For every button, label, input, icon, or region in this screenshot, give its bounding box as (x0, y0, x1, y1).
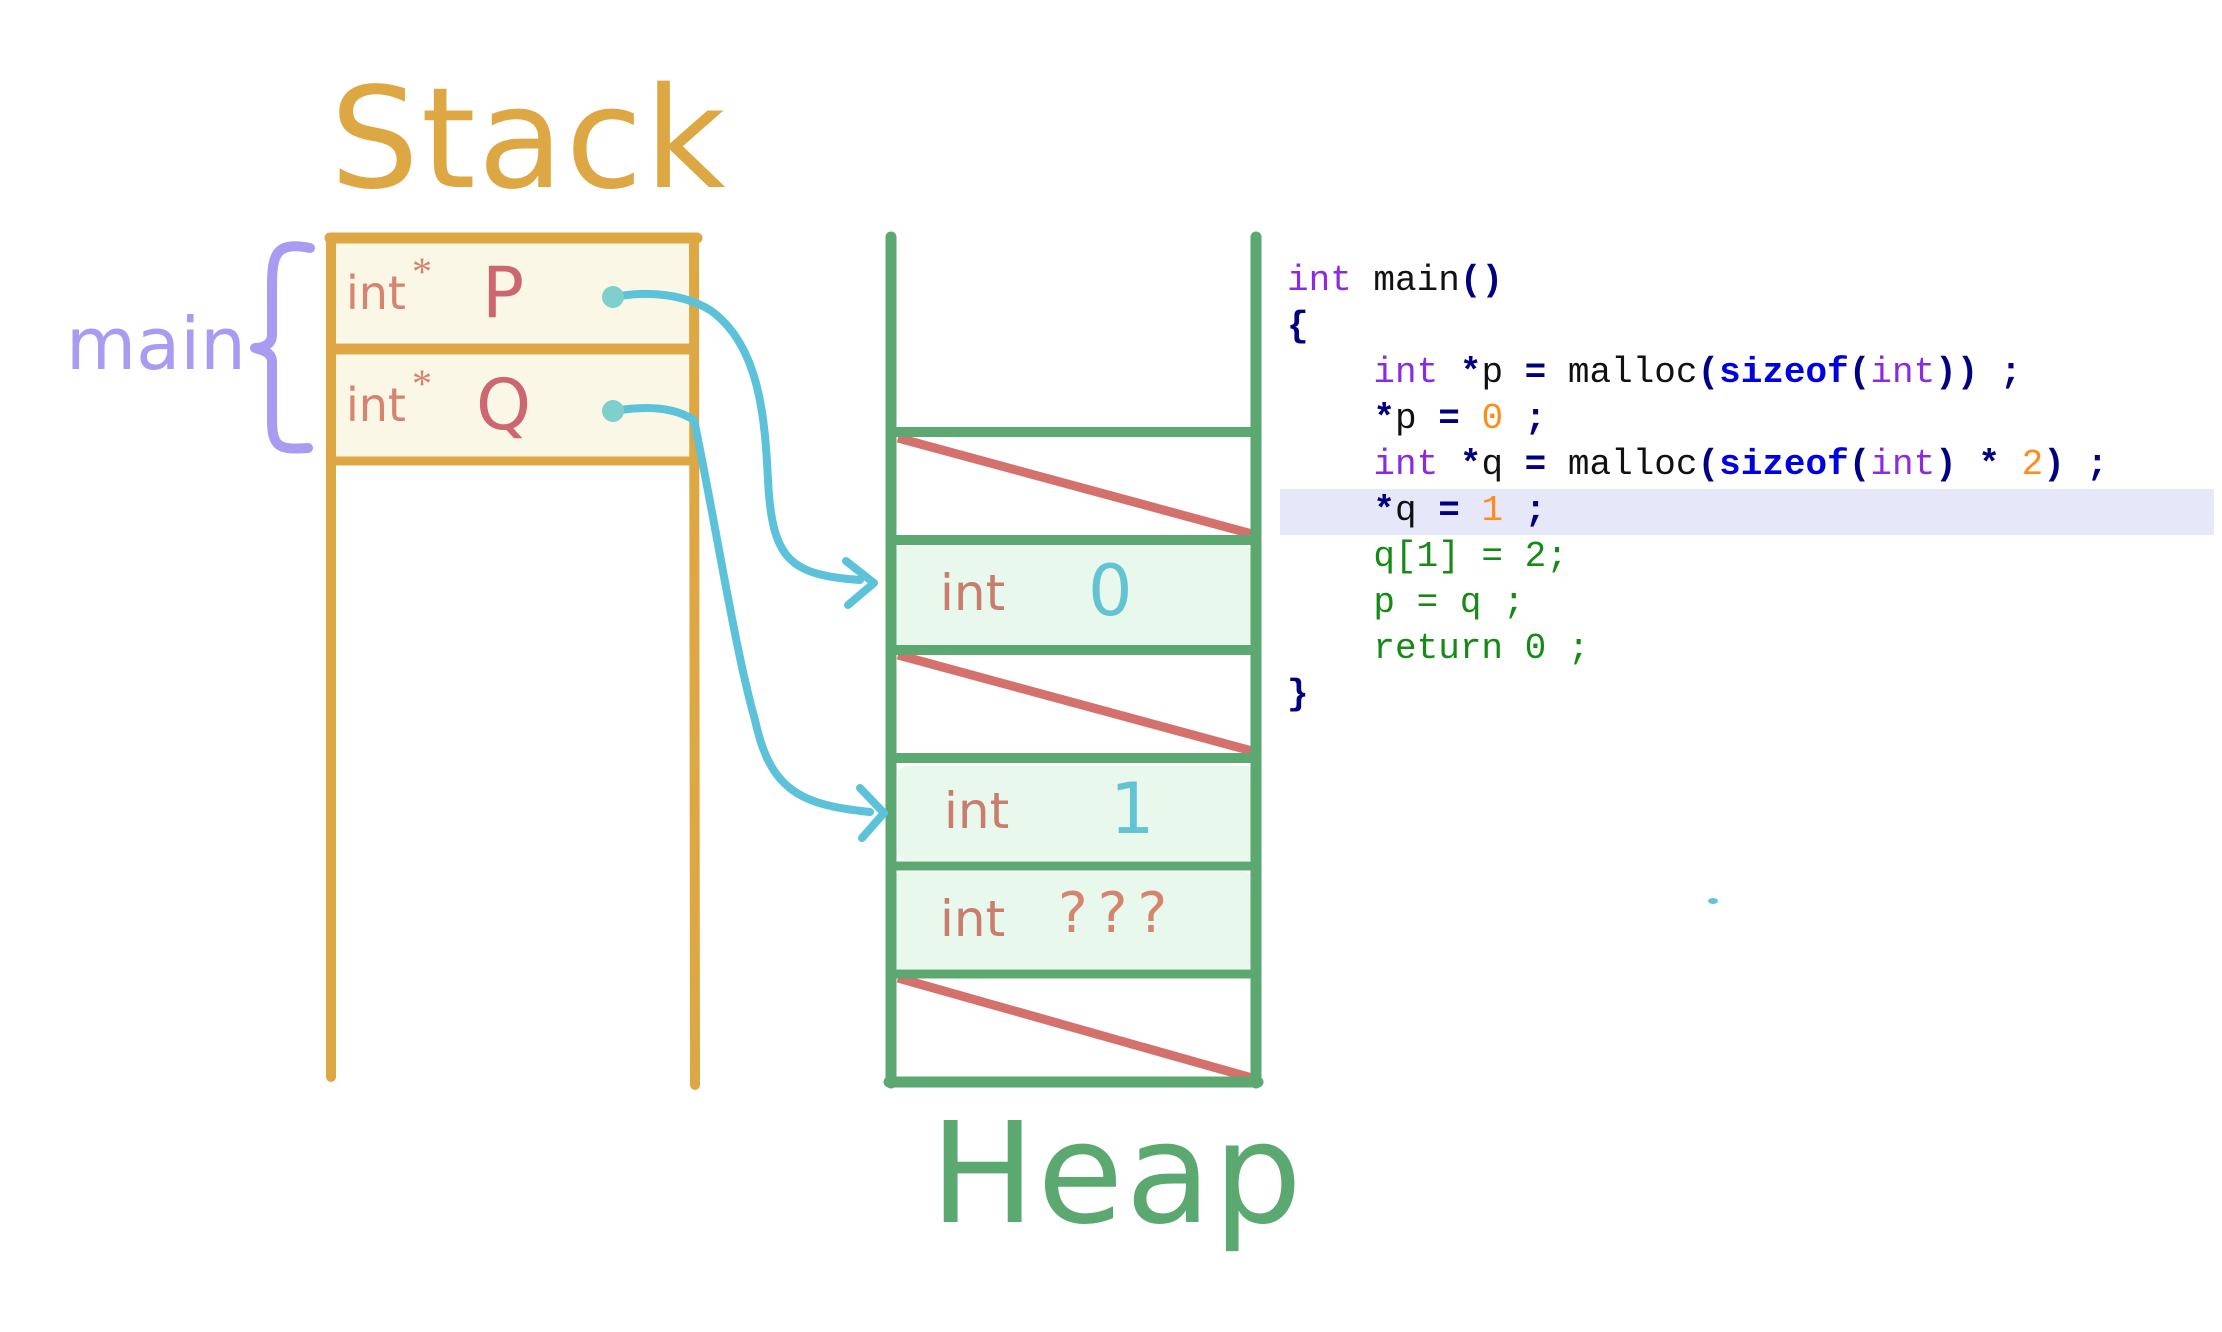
pointer-q-origin-dot (602, 400, 624, 422)
code-token: ) (2043, 444, 2065, 485)
heap-free-slash-2 (896, 650, 1254, 756)
code-token (1460, 398, 1482, 439)
pointer-p-arrow (602, 286, 878, 609)
heap-free-slash-3 (896, 973, 1254, 1083)
code-token: int (1287, 260, 1352, 301)
code-token: * (1978, 444, 2000, 485)
heap-block-3-type: int (940, 890, 1006, 948)
code-token: sizeof (1719, 444, 1849, 485)
code-token: = (1524, 352, 1547, 393)
code-token: = (1524, 444, 1547, 485)
heap-block-2-fill (898, 766, 1256, 861)
heap-block-2-value: 1 (1110, 768, 1155, 850)
code-token: ; (1503, 490, 1547, 531)
frame-brace (250, 241, 315, 454)
heap-block-1-value: 0 (1088, 550, 1133, 632)
code-token: * (1459, 444, 1482, 485)
code-token: * (1373, 490, 1396, 531)
stack-cell-q-type: int (346, 378, 406, 432)
code-line: { (1287, 304, 2108, 350)
code-token: = (1438, 398, 1460, 439)
code-line: return 0 ; (1287, 626, 2108, 672)
stack-cell-p-pointer-star: * (412, 249, 432, 294)
code-token: * (1459, 352, 1482, 393)
code-token: int (1373, 444, 1439, 485)
code-token: p = q ; (1287, 582, 1525, 623)
heap-region (883, 231, 1264, 1089)
code-token: main (1351, 260, 1460, 301)
code-token (1287, 444, 1373, 485)
stray-ink-mark (1708, 898, 1718, 904)
code-token (1287, 352, 1373, 393)
code-token: int (1870, 352, 1936, 393)
pointer-p-origin-dot (602, 286, 624, 308)
stack-title: Stack (330, 58, 728, 221)
heap-free-slash-1 (896, 433, 1254, 539)
code-token: 2 (2021, 444, 2044, 485)
code-token: () (1459, 260, 1504, 301)
code-token: q (1481, 444, 1525, 485)
code-token: { (1287, 306, 1309, 347)
code-token: * (1373, 398, 1396, 439)
code-token (1438, 352, 1460, 393)
heap-block-2-type: int (944, 782, 1010, 840)
code-token: ( (1697, 352, 1720, 393)
code-token (1957, 444, 1979, 485)
code-token: malloc (1546, 444, 1698, 485)
heap-block-3-fill (892, 872, 1254, 969)
code-token (1460, 490, 1482, 531)
stack-cell-q-pointer-star: * (412, 361, 432, 406)
code-token: p (1395, 398, 1439, 439)
code-line-current: *q = 1 ; (1287, 488, 2108, 534)
stack-cell-q-name: Q (476, 364, 532, 446)
code-token (2000, 444, 2022, 485)
code-token: q (1395, 490, 1439, 531)
code-line: int *q = malloc(sizeof(int) * 2) ; (1287, 442, 2108, 488)
code-token: ; (2064, 444, 2109, 485)
code-token: ) (1935, 444, 1957, 485)
code-line: int *p = malloc(sizeof(int)) ; (1287, 350, 2108, 396)
code-token (1287, 490, 1373, 531)
code-token (1287, 398, 1373, 439)
code-listing: int main(){ int *p = malloc(sizeof(int))… (1287, 258, 2108, 718)
code-token: ( (1848, 352, 1871, 393)
code-line: p = q ; (1287, 580, 2108, 626)
code-token: = (1438, 490, 1460, 531)
code-token: ; (1503, 398, 1547, 439)
current-line-highlight (1280, 489, 2214, 535)
code-token: ; (1978, 352, 2022, 393)
code-token: return 0 ; (1287, 628, 1590, 669)
code-token (1438, 444, 1460, 485)
stack-cell-p-type: int (346, 266, 406, 320)
code-token: p (1481, 352, 1525, 393)
code-line: q[1] = 2; (1287, 534, 2108, 580)
code-token: int (1870, 444, 1936, 485)
code-token: q[1] = 2; (1287, 536, 1568, 577)
code-token: ( (1848, 444, 1871, 485)
code-token: )) (1935, 352, 1979, 393)
heap-block-1-type: int (940, 564, 1006, 622)
code-token: 0 (1481, 398, 1504, 439)
code-line: *p = 0 ; (1287, 396, 2108, 442)
frame-label-main: main (66, 302, 246, 386)
code-token: 1 (1481, 490, 1504, 531)
heap-block-1-fill (892, 546, 1254, 646)
code-token: } (1287, 674, 1309, 715)
stack-cell-p-name: P (482, 252, 525, 334)
code-line: int main() (1287, 258, 2108, 304)
code-token: int (1373, 352, 1439, 393)
code-token: ( (1697, 444, 1720, 485)
code-token: malloc (1546, 352, 1698, 393)
heap-block-3-value: ??? (1058, 881, 1178, 946)
code-token: sizeof (1719, 352, 1849, 393)
heap-title: Heap (930, 1093, 1305, 1256)
code-line: } (1287, 672, 2108, 718)
stack-right-wall (689, 233, 700, 1090)
pointer-q-arrow (602, 400, 888, 842)
